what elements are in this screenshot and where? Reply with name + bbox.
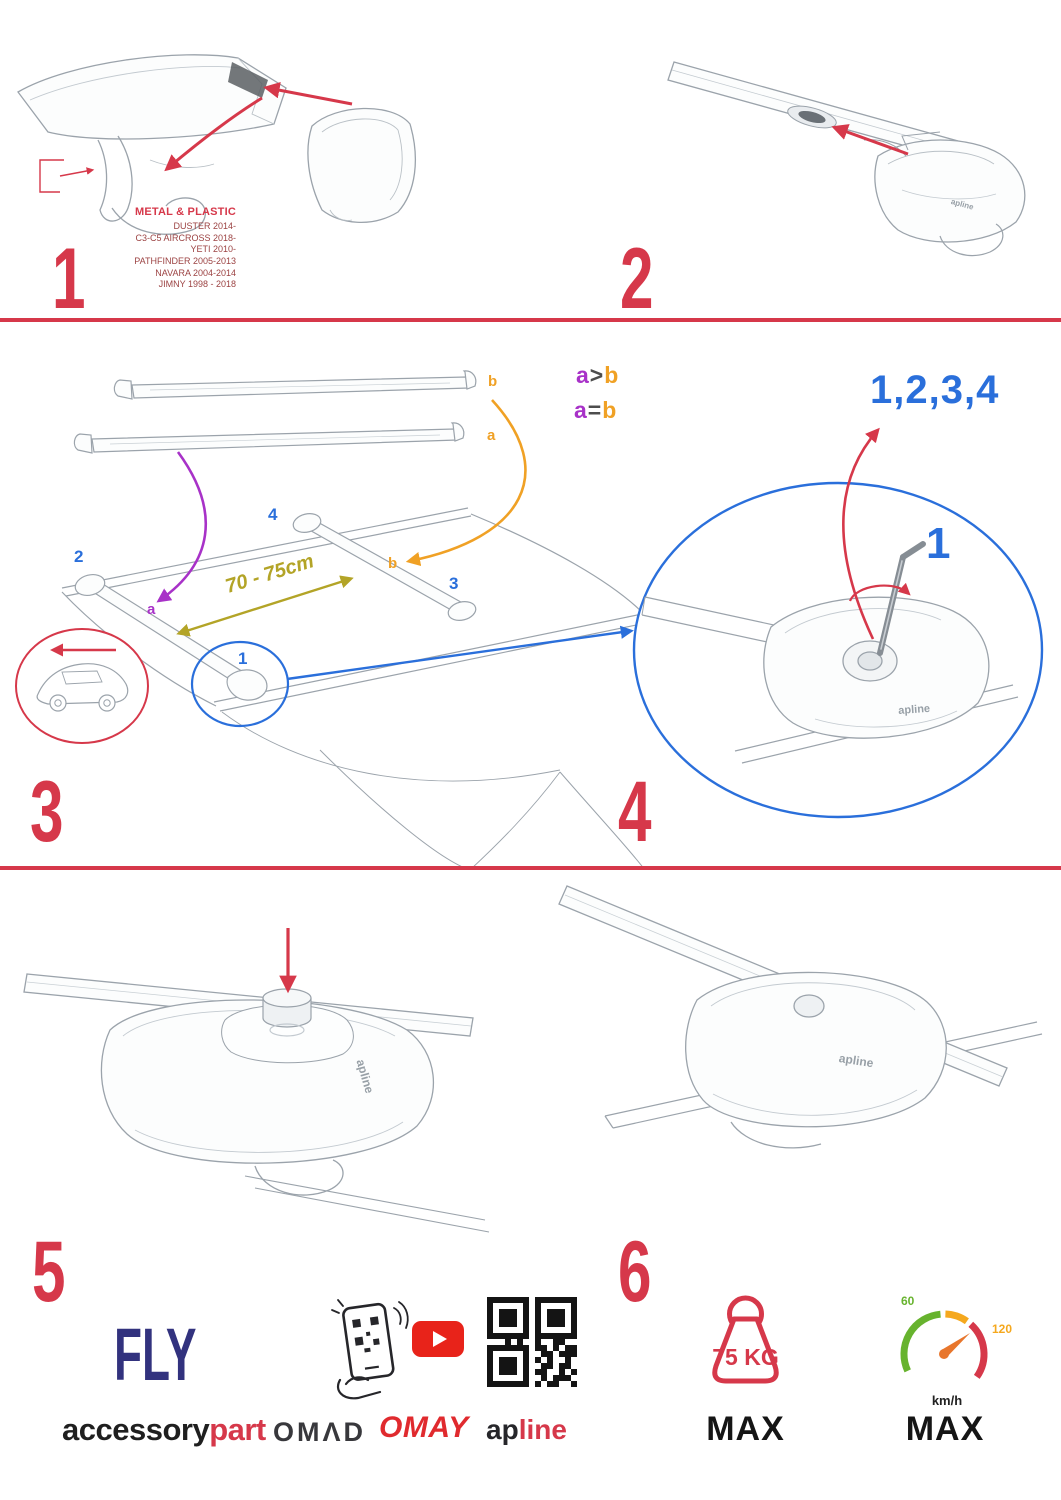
callout-arrow (59, 167, 95, 177)
callout-bracket (39, 159, 64, 193)
arrow-bar-b-to-roof (405, 399, 527, 567)
crossbars-pair (73, 370, 477, 454)
material-heading: METAL & PLASTIC (135, 206, 236, 218)
mounted-crossbars (74, 513, 477, 701)
compatibility-block: METAL & PLASTIC DUSTER 2014- C3-C5 AIRCR… (86, 206, 236, 291)
rubber-strip (228, 62, 268, 98)
arrow-to-zoom (286, 625, 634, 681)
bar-label-b: b (488, 373, 498, 390)
scan-qr-phone-icon (331, 1299, 409, 1400)
apline-logo: apline (486, 1416, 567, 1444)
omad-logo: OMΛD (273, 1417, 366, 1447)
bar-insert-diagram (667, 61, 1026, 257)
max-weight-value: 75 KG (712, 1344, 779, 1370)
step-6-number: 6 (618, 1224, 651, 1320)
section-divider (0, 866, 1061, 870)
position-label-3: 3 (449, 574, 459, 593)
speedometer-icon (900, 1310, 988, 1379)
rotate-arrow (848, 582, 911, 602)
max-weight-icon (712, 1295, 779, 1384)
apline-logo-right: line (518, 1414, 567, 1445)
rule-var-a: a (576, 362, 590, 388)
accessorypart-logo-left: accessory (62, 1412, 210, 1447)
speed-max-label: MAX (905, 1410, 985, 1448)
speed-unit-label: km/h (931, 1393, 963, 1408)
rule-var-b: b (602, 397, 618, 423)
qr-code (487, 1297, 577, 1387)
press-knob-diagram (23, 928, 490, 1233)
bar-end-body (17, 54, 287, 140)
roof-label-a: a (147, 601, 156, 618)
detail-step-label: 1 (926, 519, 951, 568)
roof-installation-diagram (15, 370, 660, 870)
car-direction-inset (15, 628, 149, 744)
youtube-play-icon (412, 1321, 464, 1357)
hand (336, 1376, 382, 1400)
apline-logo-left: ap (486, 1414, 519, 1445)
vehicle-model: NAVARA 2004-2014 (155, 267, 236, 278)
speed-high-label: 120 (992, 1322, 1013, 1336)
speed-low-label: 60 (901, 1294, 915, 1308)
plastic-cover (307, 107, 416, 223)
vehicle-model: YETI 2010- (190, 244, 236, 255)
step-5-number: 5 (32, 1224, 65, 1320)
bar-label-a: a (487, 427, 496, 444)
rule-var-b: b (604, 362, 620, 388)
position-label-1: 1 (238, 649, 248, 668)
foot-zoom-detail (632, 427, 1044, 819)
vehicle-model: PATHFINDER 2005-2013 (134, 256, 236, 267)
dimension-arrow (176, 575, 354, 637)
car-roof-wireframe (61, 507, 660, 870)
vehicle-model: JIMNY 1998 - 2018 (158, 279, 236, 290)
weight-max-label: MAX (706, 1410, 785, 1448)
fly-logo: FLY (114, 1313, 197, 1396)
position-label-4: 4 (268, 505, 278, 524)
foot-brand-label: apline (897, 702, 931, 717)
foot-body (863, 131, 1026, 257)
tighten-sequence-label: 1,2,3,4 (870, 368, 1000, 412)
arrow-bar-a-to-roof (156, 451, 208, 603)
bar-slot (787, 105, 837, 129)
foot-body (685, 971, 947, 1149)
roof-label-b: b (388, 555, 398, 572)
accessorypart-logo: accessorypart (62, 1414, 266, 1445)
foot-body (100, 999, 490, 1233)
vehicle-model: DUSTER 2014- (173, 221, 236, 231)
section-divider (0, 318, 1061, 322)
accessorypart-logo-right: part (209, 1412, 266, 1447)
position-label-2: 2 (74, 547, 84, 566)
phone-screen-qr (352, 1316, 380, 1353)
assembly-arrow (263, 82, 353, 106)
step-4-number: 4 (618, 764, 651, 860)
scan-waves (331, 1299, 409, 1329)
rule-a-gt-b: a>b (576, 364, 619, 387)
vehicle-model: C3-C5 AIRCROSS 2018- (135, 232, 236, 243)
arrow-to-sequence (842, 427, 880, 640)
step-1-number: 1 (52, 231, 85, 327)
assembly-arrow (164, 96, 263, 172)
clamp-exploded-diagram (17, 54, 416, 235)
step-2-number: 2 (620, 231, 653, 327)
foot-highlight-circle (190, 640, 290, 728)
rule-operator: = (587, 397, 603, 423)
rule-a-eq-b: a=b (574, 399, 617, 422)
rule-var-a: a (574, 397, 588, 423)
mounted-foot-diagram (558, 885, 1043, 1149)
step-3-number: 3 (30, 764, 63, 860)
zoom-foot (763, 596, 990, 739)
slide-in-arrow (831, 124, 909, 156)
clamp-claw (97, 135, 215, 235)
allen-key (877, 541, 926, 656)
omay-logo: OMAY (379, 1411, 469, 1444)
rule-operator: > (589, 362, 605, 388)
